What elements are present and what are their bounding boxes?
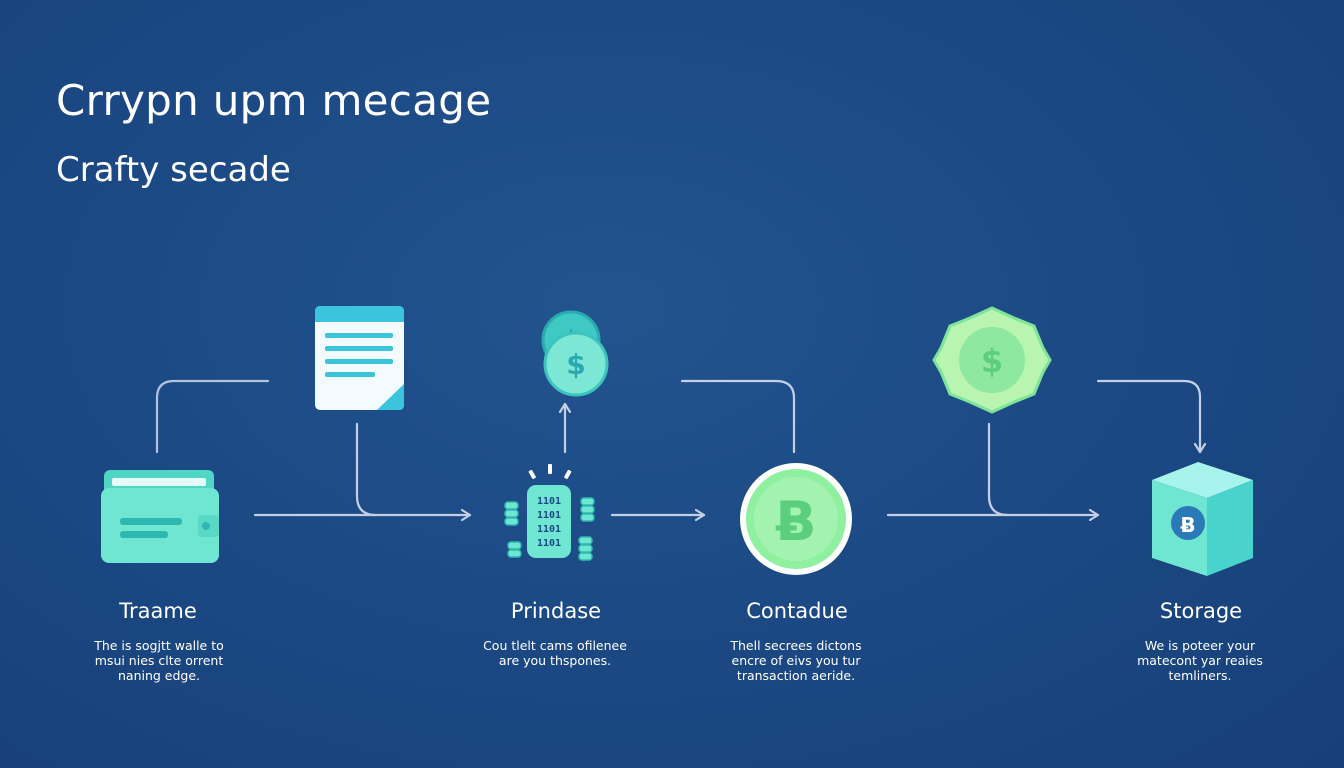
page-title: Crrypn upm mecage xyxy=(56,76,492,125)
wallet-icon xyxy=(101,470,219,563)
page-subtitle: Crafty secade xyxy=(56,150,291,190)
storage-cube-icon: Ƀ xyxy=(1152,462,1253,576)
svg-text:1101: 1101 xyxy=(537,510,561,521)
bitcoin-coin-icon: Ƀ xyxy=(740,463,852,575)
stage-label-prindase: Prindase xyxy=(510,599,602,623)
stage-label-storage: Storage xyxy=(1159,599,1243,623)
svg-text:1101: 1101 xyxy=(537,538,561,549)
connector-document-to-flow xyxy=(355,422,378,517)
dollar-coins-icon: $ $ xyxy=(541,310,609,397)
stage-description-traame: The is sogjtt walle to msui nies clte or… xyxy=(94,638,224,683)
svg-text:1101: 1101 xyxy=(537,524,561,535)
svg-text:Ƀ: Ƀ xyxy=(1180,513,1195,537)
stage-label-traame: Traame xyxy=(119,599,197,623)
mining-rig-icon: 1101 1101 1101 1101 xyxy=(504,464,595,561)
svg-text:Ƀ: Ƀ xyxy=(775,490,816,553)
connector-coins-to-bitcoin xyxy=(680,379,796,454)
connector-badge-to-flow xyxy=(987,422,1010,517)
stage-description-prindase: Cou tlelt cams ofilenee are you thspones… xyxy=(483,638,627,668)
svg-text:$: $ xyxy=(566,348,585,381)
stage-description-storage: We is poteer your matecont yar reaies te… xyxy=(1137,638,1263,683)
connector-wallet-to-document xyxy=(155,379,270,454)
svg-text:1101: 1101 xyxy=(537,496,561,507)
arrow-flow-to-storage-top xyxy=(1096,379,1200,454)
dollar-badge-icon: $ xyxy=(932,306,1052,414)
stage-label-contadue: Contadue xyxy=(746,599,848,623)
svg-text:$: $ xyxy=(981,342,1003,380)
document-icon xyxy=(315,306,404,410)
stage-description-contadue: Thell secrees dictons encre of eivs you … xyxy=(730,638,862,683)
